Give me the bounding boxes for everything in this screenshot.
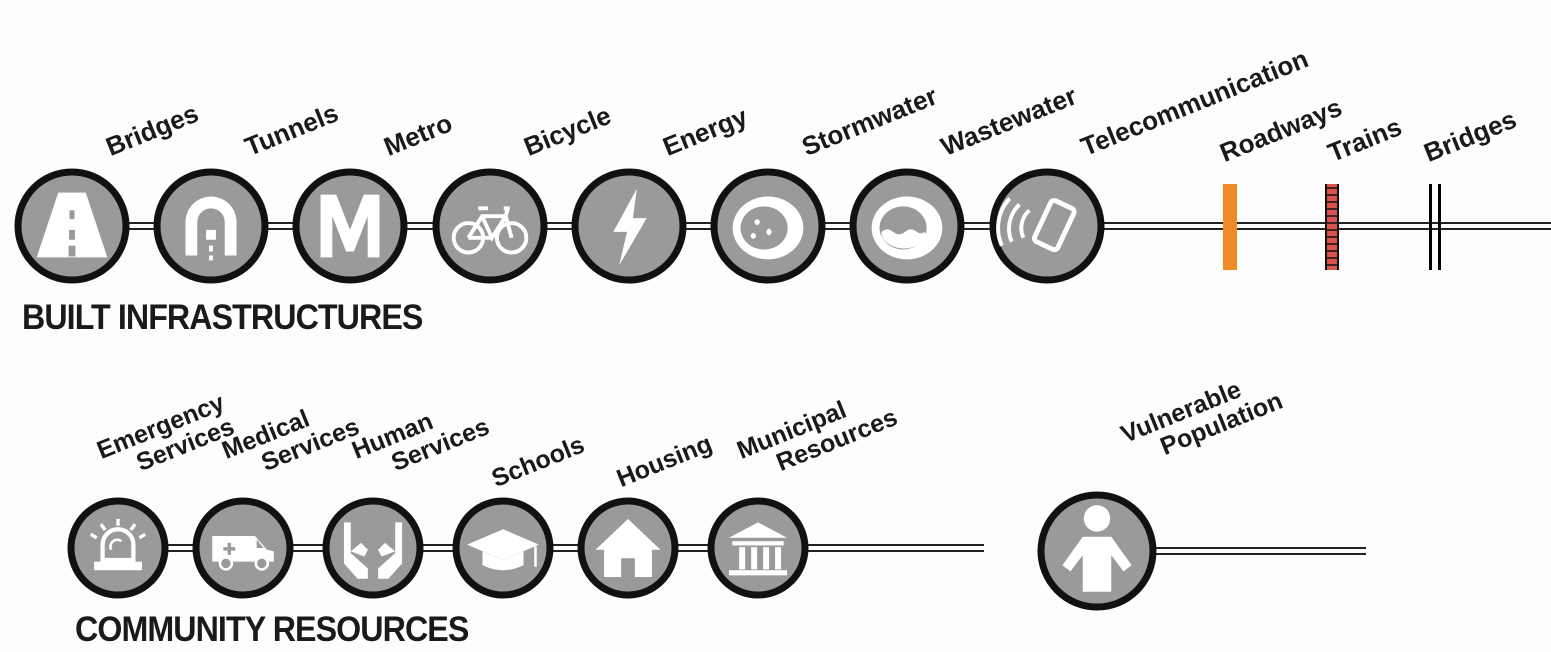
community-resources-heading: COMMUNITY RESOURCES (75, 610, 469, 649)
graduation-cap-icon (467, 529, 539, 571)
smartphone-signal-icon (996, 197, 1077, 253)
tunnel-icon (185, 196, 237, 261)
municipal-building-icon (728, 522, 788, 576)
built-node-bicycle (432, 168, 548, 284)
metro-m-icon (320, 194, 380, 258)
trains-marker (1325, 184, 1339, 270)
stormwater-pipe-icon (732, 196, 804, 260)
roadways-marker (1223, 184, 1237, 270)
built-infrastructures-heading: BUILT INFRASTRUCTURES (22, 298, 423, 337)
bridge-road-icon (36, 192, 108, 258)
person-icon (1062, 505, 1132, 592)
community-node-municipal-resources (707, 497, 809, 599)
community-node-emergency-services (67, 497, 169, 599)
built-node-metro (292, 168, 408, 284)
wastewater-pipe-icon (871, 196, 943, 260)
vulnerable-node (1037, 491, 1157, 611)
community-node-schools (452, 497, 554, 599)
built-node-bridges (14, 168, 130, 284)
built-node-stormwater (710, 168, 826, 284)
caring-hands-icon (343, 522, 403, 579)
community-node-human-services (322, 497, 424, 599)
community-node-medical-services (192, 497, 294, 599)
bicycle-icon (451, 206, 529, 255)
built-node-telecommunication (989, 168, 1105, 284)
bridges-marker (1429, 184, 1441, 270)
siren-icon (89, 518, 147, 571)
lightning-bolt-icon (613, 188, 647, 266)
house-icon (595, 518, 661, 578)
ambulance-icon (212, 536, 274, 571)
community-node-housing (577, 497, 679, 599)
built-node-wastewater (849, 168, 965, 284)
built-node-energy (571, 168, 687, 284)
built-node-tunnels (153, 168, 269, 284)
